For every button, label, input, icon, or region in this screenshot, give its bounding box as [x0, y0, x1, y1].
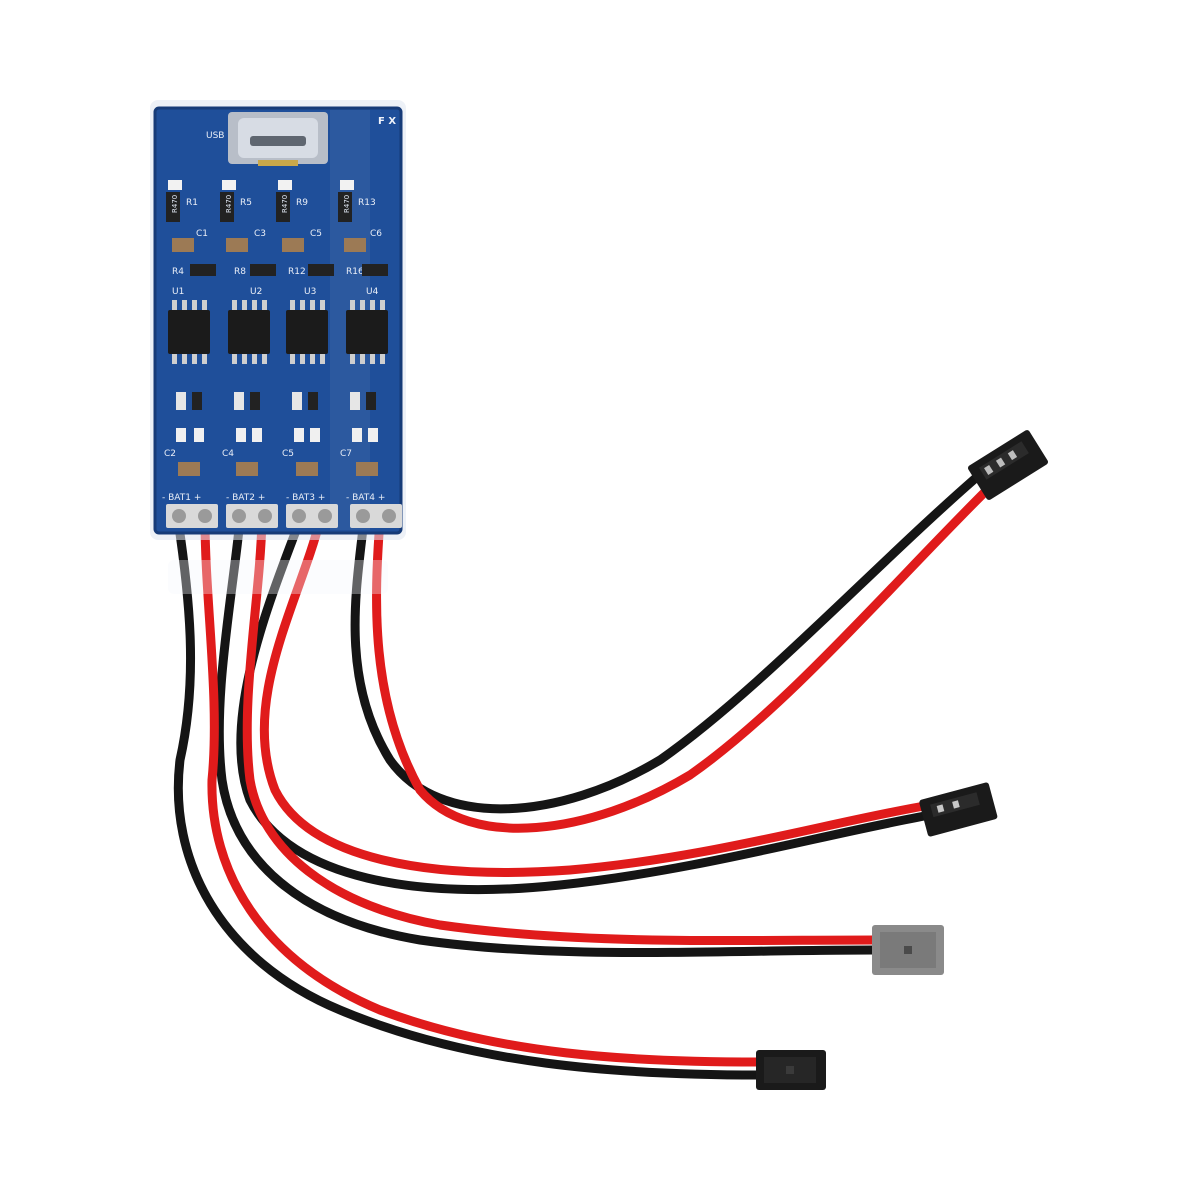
capacitor-row: C1 C3 C5 C6 [172, 229, 382, 252]
wire-red-bat2 [242, 515, 880, 946]
ic-u4 [346, 300, 388, 364]
cable-bat1 [173, 515, 765, 1080]
svg-text:U1: U1 [172, 287, 184, 297]
resistor-row: R4 R8 R12 R16 [172, 264, 388, 277]
svg-text:R16: R16 [346, 267, 364, 277]
usb-port [228, 112, 328, 166]
corner-label: F X [378, 116, 396, 127]
connector-top-right [968, 430, 1048, 500]
wire-black-bat1 [173, 515, 765, 1080]
connector-gray [872, 925, 944, 975]
svg-text:R4: R4 [172, 267, 184, 277]
svg-text:C5: C5 [282, 449, 294, 459]
res-value-1: R470 [171, 195, 179, 213]
res-label-2: R5 [240, 198, 252, 208]
battery-labels: - BAT1 + - BAT2 + - BAT3 + - BAT4 + [162, 493, 385, 503]
wire-harness [168, 465, 1000, 1080]
cable-bat2 [214, 515, 880, 957]
ic-u1 [168, 300, 210, 364]
connector-bottom [756, 1050, 826, 1090]
ic-row: U1 U2 U3 U4 [168, 287, 388, 364]
connector-second [919, 782, 998, 837]
svg-text:U3: U3 [304, 287, 316, 297]
svg-text:U4: U4 [366, 287, 379, 297]
ic-u2 [228, 300, 270, 364]
svg-text:U2: U2 [250, 287, 262, 297]
wire-tape [168, 560, 388, 594]
lower-components: C2 C4 C5 C7 [164, 392, 378, 476]
wire-black-bat4 [350, 465, 990, 814]
res-value-4: R470 [343, 195, 351, 213]
svg-text:R8: R8 [234, 267, 246, 277]
wire-red-bat1 [200, 515, 765, 1067]
cable-bat4 [350, 465, 1000, 833]
wire-black-bat2 [214, 515, 880, 957]
ic-u3 [286, 300, 328, 364]
svg-text:C5: C5 [310, 229, 322, 239]
svg-text:C6: C6 [370, 229, 382, 239]
pcb-board: USB F X R470 R1 R470 R5 R470 R9 R470 R13 [150, 100, 406, 540]
svg-text:R12: R12 [288, 267, 306, 277]
bat3-label: - BAT3 + [286, 493, 325, 503]
led-resistor-row: R470 R1 R470 R5 R470 R9 R470 R13 [166, 180, 376, 222]
screw-terminals [166, 504, 402, 528]
res-label-4: R13 [358, 198, 376, 208]
res-value-2: R470 [225, 195, 233, 213]
wire-red-bat4 [372, 477, 1000, 833]
usb-label: USB [206, 131, 224, 141]
svg-text:C4: C4 [222, 449, 234, 459]
svg-text:C2: C2 [164, 449, 176, 459]
res-label-1: R1 [186, 198, 198, 208]
wire-red-bat3 [259, 515, 935, 877]
svg-text:C3: C3 [254, 229, 266, 239]
svg-text:C7: C7 [340, 449, 352, 459]
res-label-3: R9 [296, 198, 308, 208]
svg-text:C1: C1 [196, 229, 208, 239]
bat1-label: - BAT1 + [162, 493, 201, 503]
bat4-label: - BAT4 + [346, 493, 385, 503]
res-value-3: R470 [281, 195, 289, 213]
bat2-label: - BAT2 + [226, 493, 265, 503]
